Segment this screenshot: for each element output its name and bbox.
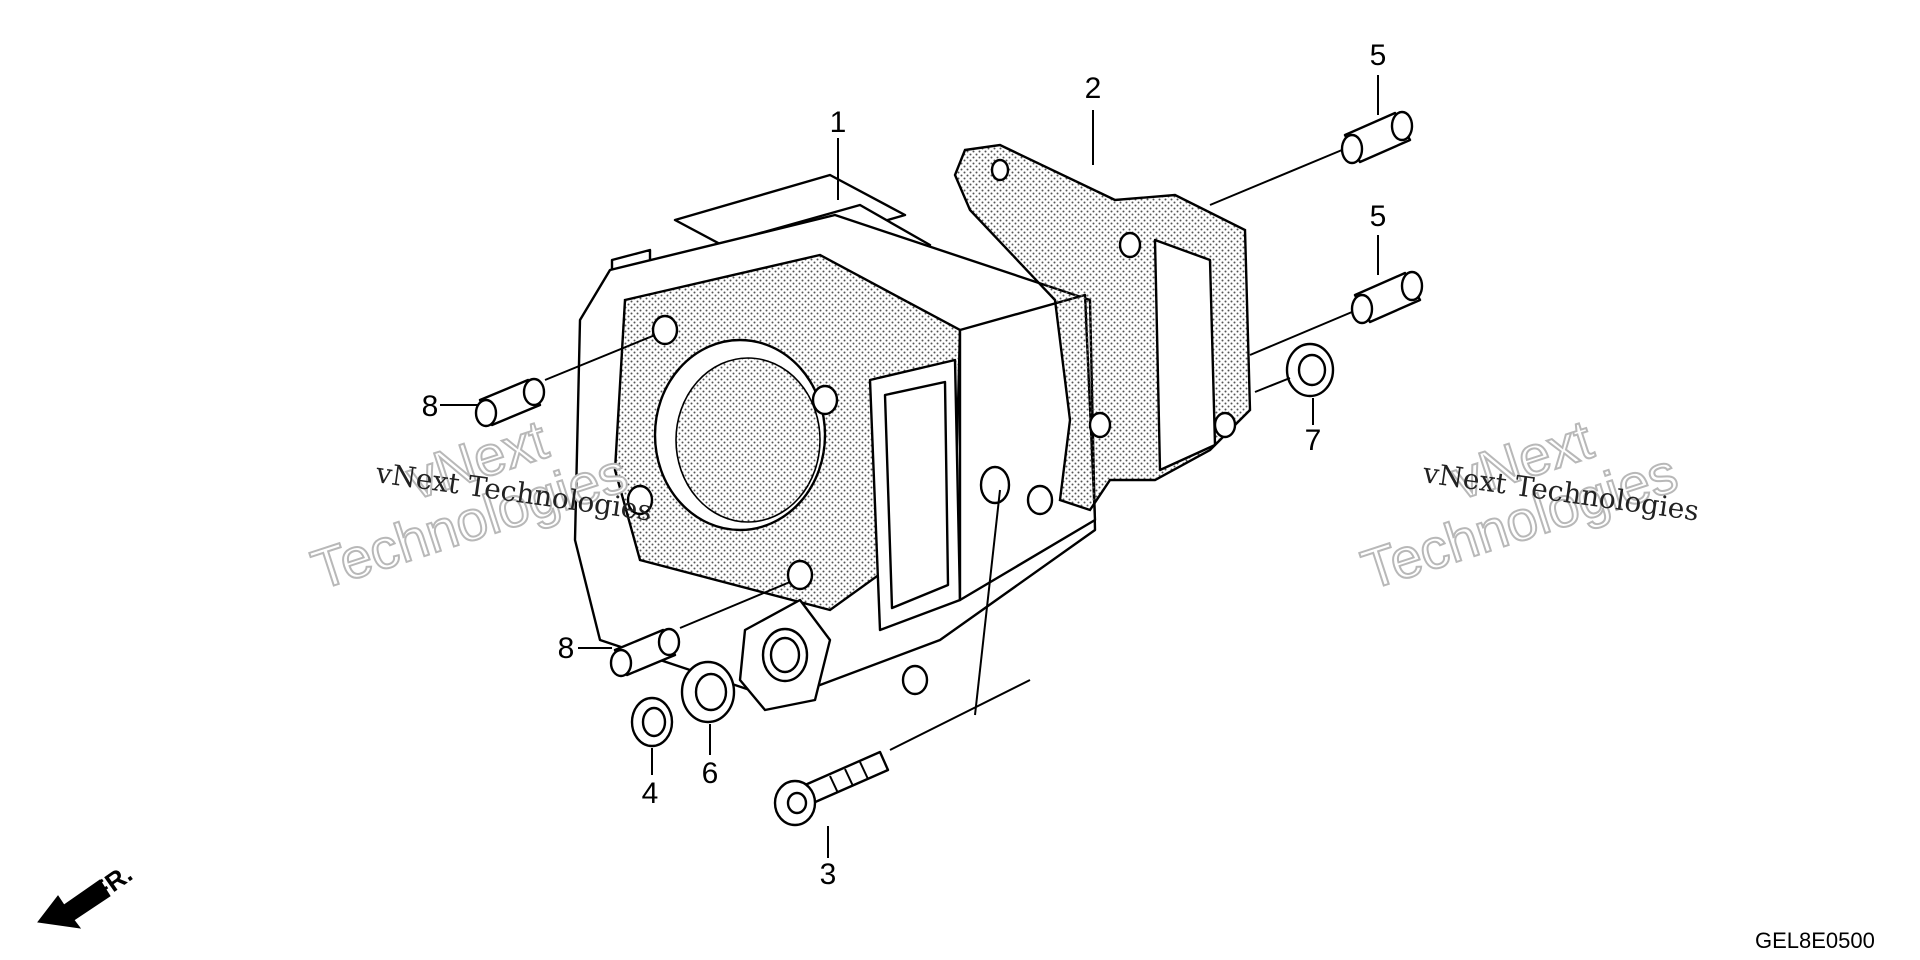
callout-5-lower: 5 [1370, 200, 1387, 233]
dowel-pin-5-upper [1340, 110, 1414, 165]
leader-lines [440, 75, 1379, 858]
callout-7: 7 [1305, 424, 1322, 457]
cylinder-gasket-part [953, 143, 1252, 512]
cylinder-part [573, 173, 1097, 712]
watermark-right: vNext Technologies vNext Technologies [1353, 406, 1701, 602]
callout-1: 1 [830, 106, 847, 139]
callout-8-lower: 8 [558, 632, 575, 665]
callout-2: 2 [1085, 72, 1102, 105]
callout-5-upper: 5 [1370, 39, 1387, 72]
washer-6 [680, 660, 736, 724]
callout-6: 6 [702, 757, 719, 790]
diagram-code: GEL8E0500 [1755, 928, 1875, 953]
washer-4 [630, 696, 674, 748]
bolt-3 [773, 750, 890, 827]
dowel-pin-8-lower [609, 627, 681, 678]
callout-8-upper: 8 [422, 390, 439, 423]
dowel-pin-8-upper [474, 377, 546, 428]
callout-3: 3 [820, 858, 837, 891]
front-arrow-icon [37, 879, 111, 929]
callout-4: 4 [642, 777, 659, 810]
dowel-pin-5-lower [1350, 270, 1424, 325]
front-indicator: FR. [37, 858, 138, 929]
washer-7 [1285, 342, 1335, 398]
